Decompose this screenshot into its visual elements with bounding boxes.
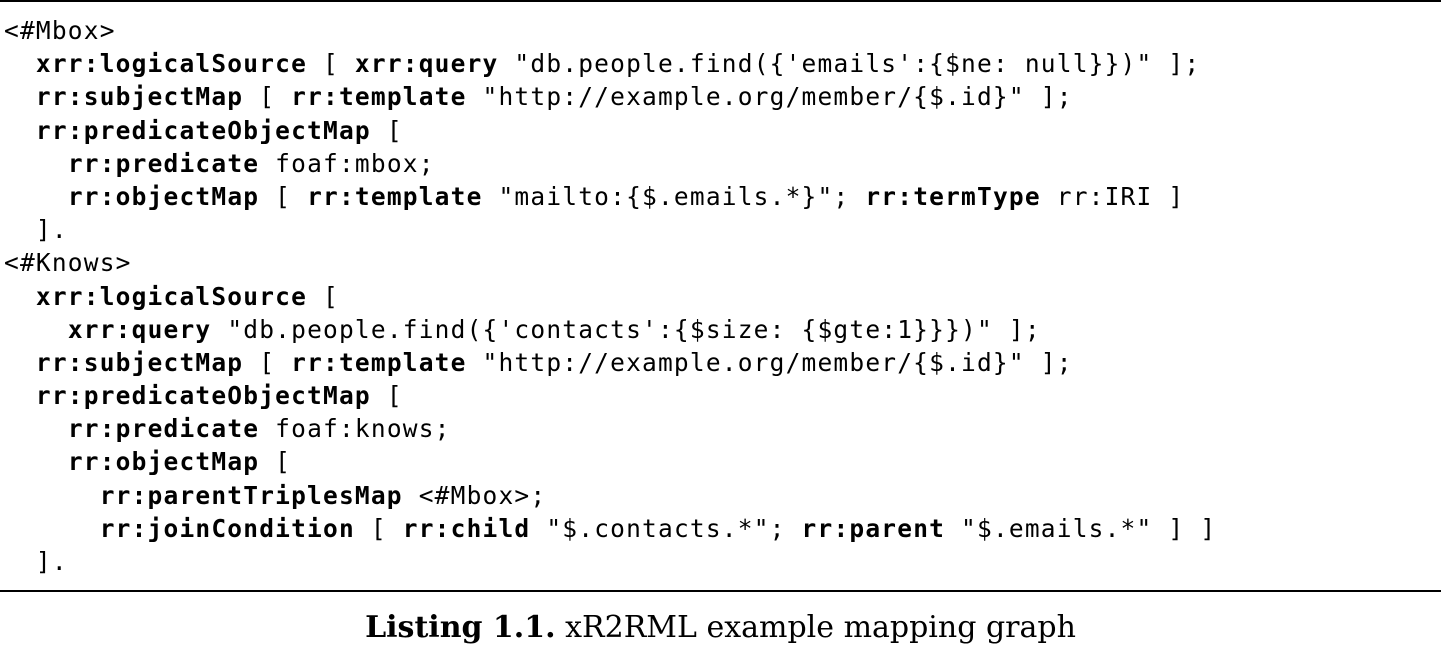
code-text: [ (259, 181, 308, 211)
code-text: [ (243, 82, 292, 112)
code-text (4, 315, 68, 344)
code-text: "http://example.org/member/{$.id}" ]; (466, 347, 1073, 377)
code-text (4, 414, 68, 443)
code-text (4, 481, 100, 510)
code-text: "db.people.find({'contacts':{$size: {$gt… (211, 314, 1041, 344)
code-text: foaf:knows; (259, 414, 451, 444)
code-text (4, 116, 36, 145)
code-line: rr:objectMap [ rr:template "mailto:{$.em… (4, 180, 1216, 213)
code-keyword: rr:parent (801, 513, 946, 543)
code-line: rr:subjectMap [ rr:template "http://exam… (4, 80, 1216, 113)
code-line: rr:subjectMap [ rr:template "http://exam… (4, 346, 1216, 379)
code-text (4, 514, 100, 543)
code-keyword: rr:predicateObjectMap (35, 381, 371, 411)
code-line: xrr:query "db.people.find({'contacts':{$… (4, 313, 1216, 346)
code-line: xrr:logicalSource [ xrr:query "db.people… (4, 47, 1216, 80)
code-line: rr:predicateObjectMap [ (4, 379, 1216, 412)
code-text: "db.people.find({'emails':{$ne: null}})"… (498, 49, 1201, 79)
code-line: xrr:logicalSource [ (4, 280, 1216, 313)
code-text: "$.emails.*" ] ] (945, 513, 1217, 543)
code-text: [ (370, 381, 403, 411)
code-text: <#Knows> (4, 248, 132, 278)
code-text (4, 282, 36, 311)
code-text: "http://example.org/member/{$.id}" ]; (466, 82, 1073, 112)
top-rule (0, 0, 1441, 2)
caption-label: Listing 1.1. (365, 610, 556, 645)
code-keyword: xrr:logicalSource (35, 49, 308, 79)
code-text: <#Mbox>; (402, 480, 547, 510)
code-line: <#Knows> (4, 246, 1216, 279)
code-text (4, 381, 36, 410)
code-keyword: rr:template (291, 347, 467, 377)
code-text: [ (307, 281, 339, 311)
code-keyword: rr:objectMap (67, 181, 260, 211)
code-keyword: rr:subjectMap (35, 347, 244, 377)
listing-caption: Listing 1.1. xR2RML example mapping grap… (0, 608, 1441, 648)
code-text (4, 149, 68, 178)
code-text: [ (307, 49, 355, 79)
code-text (4, 348, 36, 377)
code-line: rr:predicateObjectMap [ (4, 114, 1216, 147)
code-keyword: rr:predicateObjectMap (35, 115, 371, 145)
code-keyword: rr:parentTriplesMap (99, 480, 403, 510)
code-text (4, 49, 36, 78)
bottom-rule (0, 590, 1441, 592)
code-text: "mailto:{$.emails.*}"; (482, 181, 866, 211)
code-text (4, 182, 68, 211)
code-text (4, 82, 36, 111)
code-text: ]. (4, 215, 68, 245)
code-text: [ (354, 513, 403, 543)
code-keyword: rr:predicate (67, 414, 260, 444)
code-line: rr:parentTriplesMap <#Mbox>; (4, 479, 1216, 512)
code-keyword: rr:predicate (67, 148, 260, 178)
code-keyword: xrr:logicalSource (35, 281, 308, 311)
code-line: ]. (4, 213, 1216, 246)
code-line: rr:joinCondition [ rr:child "$.contacts.… (4, 512, 1216, 545)
code-keyword: rr:template (291, 82, 467, 112)
code-text (4, 447, 68, 476)
code-keyword: rr:template (307, 181, 483, 211)
code-line: rr:predicate foaf:mbox; (4, 147, 1216, 180)
code-keyword: xrr:query (354, 49, 499, 79)
code-keyword: xrr:query (67, 314, 212, 344)
code-keyword: rr:termType (865, 181, 1041, 211)
code-line: ]. (4, 545, 1216, 578)
caption-text: xR2RML example mapping graph (555, 610, 1076, 645)
code-line: rr:predicate foaf:knows; (4, 412, 1216, 445)
code-line: <#Mbox> (4, 14, 1216, 47)
code-text: [ (370, 115, 403, 145)
code-text: <#Mbox> (4, 16, 116, 45)
code-keyword: rr:joinCondition (99, 513, 355, 543)
code-text: rr:IRI ] (1040, 181, 1185, 211)
code-text: ]. (4, 547, 68, 576)
code-block: <#Mbox> xrr:logicalSource [ xrr:query "d… (4, 14, 1216, 578)
code-text: [ (243, 347, 292, 377)
code-keyword: rr:objectMap (67, 447, 260, 477)
code-text: [ (259, 447, 292, 477)
code-text: "$.contacts.*"; (530, 513, 802, 543)
code-text: foaf:mbox; (259, 148, 435, 178)
code-keyword: rr:subjectMap (35, 82, 244, 112)
code-keyword: rr:child (402, 513, 531, 543)
code-line: rr:objectMap [ (4, 445, 1216, 478)
